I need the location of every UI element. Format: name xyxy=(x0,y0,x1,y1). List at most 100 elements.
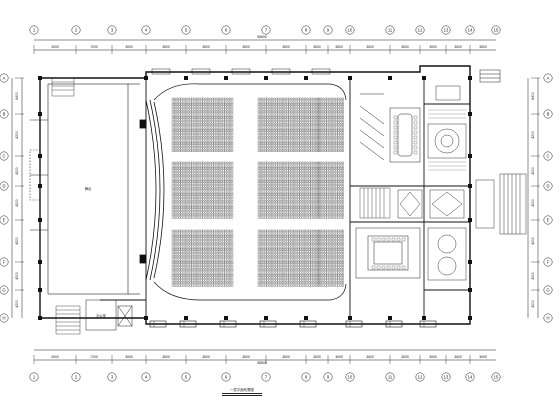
seat xyxy=(178,108,181,111)
seat xyxy=(275,134,278,137)
seat xyxy=(322,108,325,111)
seat xyxy=(178,161,181,164)
seat xyxy=(229,216,231,219)
seat xyxy=(295,281,298,284)
seat xyxy=(333,103,336,106)
seat xyxy=(224,136,227,139)
seat xyxy=(213,136,216,139)
seat xyxy=(275,105,278,108)
grid-bubble xyxy=(141,372,151,382)
seat xyxy=(229,116,231,119)
seat xyxy=(207,190,209,193)
seat xyxy=(171,136,174,139)
seat xyxy=(182,206,185,209)
seat xyxy=(333,279,336,282)
seat xyxy=(176,136,179,139)
seat xyxy=(322,136,325,139)
seat xyxy=(279,180,282,183)
seat xyxy=(275,261,278,264)
seat xyxy=(271,284,273,287)
seat xyxy=(339,131,342,134)
seat xyxy=(317,271,320,274)
seat xyxy=(312,271,315,274)
seat xyxy=(176,108,179,111)
seat xyxy=(182,213,185,216)
seat xyxy=(301,113,304,116)
seat xyxy=(293,123,295,126)
seat xyxy=(317,144,320,147)
seat xyxy=(288,110,291,113)
seat xyxy=(284,203,287,206)
seat xyxy=(308,258,311,261)
grid-label: 12 xyxy=(418,375,423,380)
seat xyxy=(213,242,216,245)
seat xyxy=(333,281,336,284)
seat xyxy=(310,232,313,235)
seat xyxy=(310,100,313,103)
seat xyxy=(277,147,280,150)
seat xyxy=(222,232,225,235)
seat xyxy=(266,149,269,152)
seat xyxy=(282,108,284,111)
seat xyxy=(342,193,344,196)
seat xyxy=(342,255,344,258)
seat xyxy=(335,103,338,106)
seat xyxy=(273,203,276,206)
seat xyxy=(174,235,176,238)
seat xyxy=(324,129,327,132)
seat xyxy=(304,136,306,139)
seat xyxy=(277,103,280,106)
grid-bubble xyxy=(345,372,355,382)
seat xyxy=(277,276,280,279)
seat xyxy=(226,240,229,243)
seat xyxy=(185,250,187,253)
seat xyxy=(211,147,214,150)
seat xyxy=(295,208,298,211)
seat xyxy=(198,103,201,106)
seat xyxy=(174,142,176,145)
seat xyxy=(312,147,315,150)
seat xyxy=(326,240,329,243)
seat xyxy=(178,131,181,134)
seat xyxy=(293,208,295,211)
seat xyxy=(182,110,185,113)
seat xyxy=(342,134,344,137)
seat xyxy=(196,274,198,277)
seat xyxy=(200,255,203,258)
seat xyxy=(277,167,280,170)
seat xyxy=(295,261,298,264)
seat xyxy=(218,147,220,150)
seat xyxy=(176,274,179,277)
seat xyxy=(299,245,302,248)
column xyxy=(38,154,42,158)
seat xyxy=(293,161,295,164)
seat xyxy=(262,100,265,103)
seat xyxy=(198,187,201,190)
seat xyxy=(174,129,176,132)
seat xyxy=(224,250,227,253)
seat xyxy=(317,164,320,167)
seat xyxy=(308,129,311,132)
seat xyxy=(333,136,336,139)
seat xyxy=(335,180,338,183)
seat xyxy=(324,281,327,284)
grid-label: A xyxy=(3,76,6,81)
seat xyxy=(315,100,317,103)
seat xyxy=(189,139,192,142)
seat xyxy=(342,177,344,180)
seat xyxy=(202,103,205,106)
seat xyxy=(324,105,327,108)
seat xyxy=(176,193,179,196)
seat xyxy=(306,174,309,177)
seat xyxy=(282,118,284,121)
seat xyxy=(231,276,234,279)
seat xyxy=(304,126,306,129)
seat xyxy=(191,190,194,193)
seat xyxy=(207,174,209,177)
seat xyxy=(288,261,291,264)
seat xyxy=(317,131,320,134)
seat xyxy=(275,149,278,152)
seat xyxy=(286,172,289,175)
seat xyxy=(209,126,212,129)
seat xyxy=(301,253,304,256)
